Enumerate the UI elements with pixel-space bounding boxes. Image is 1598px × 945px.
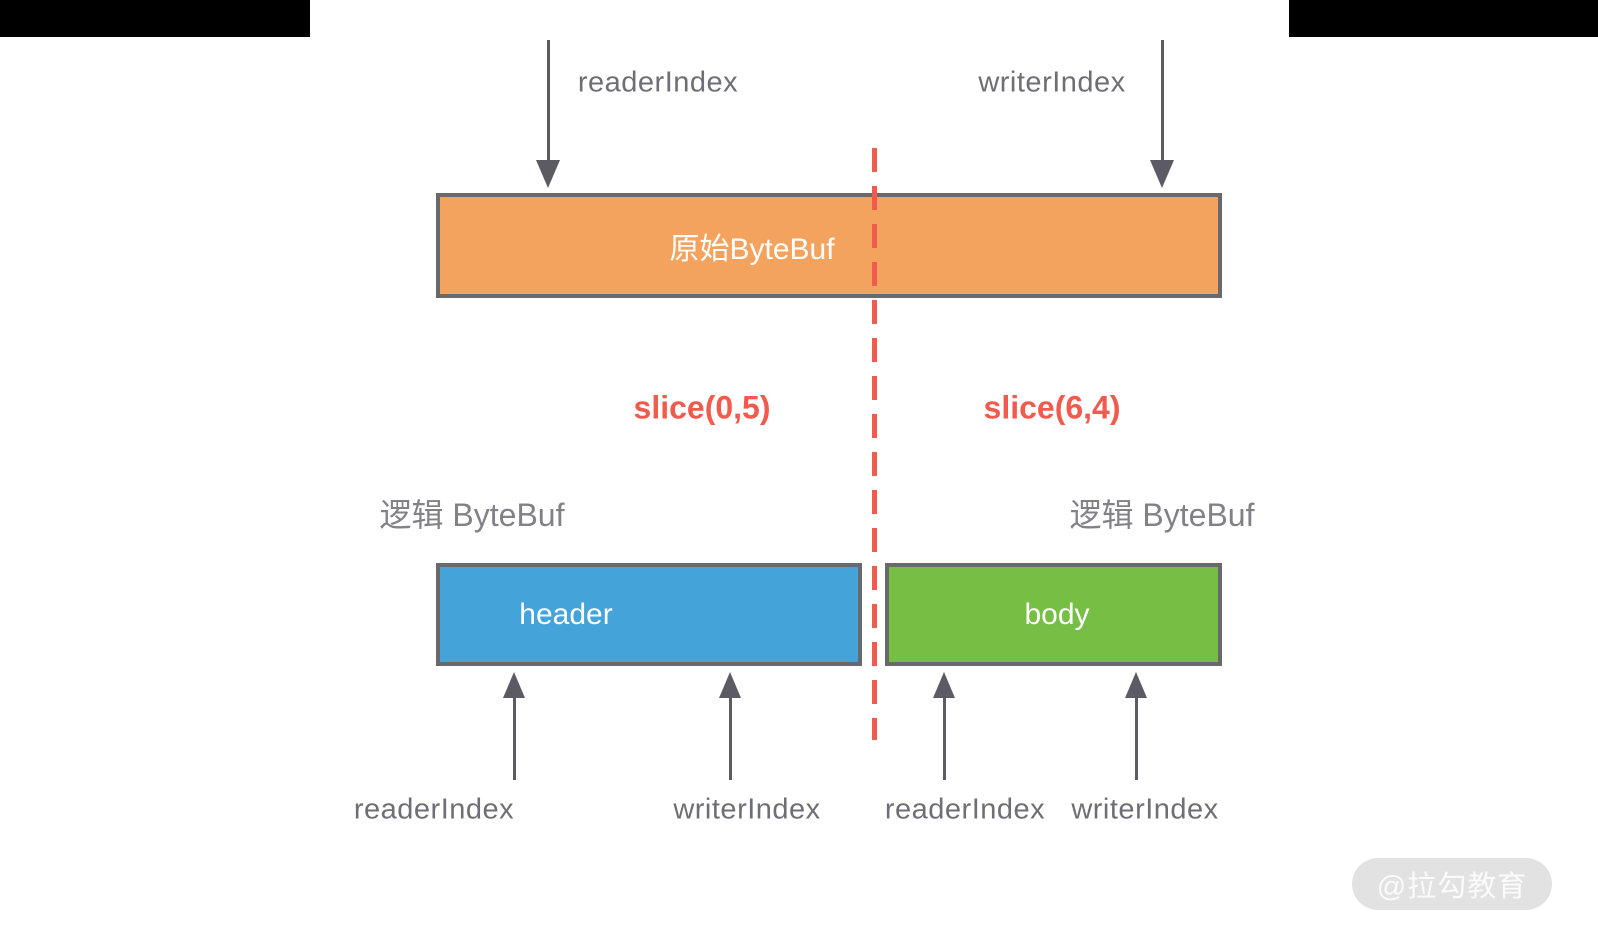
body-reader-index-label: readerIndex	[884, 793, 1046, 826]
header-reader-index-label: readerIndex	[353, 793, 515, 826]
arrow-shaft	[1134, 698, 1138, 780]
arrow-head	[1125, 672, 1147, 698]
header-box-label: header	[519, 597, 613, 631]
original-reader-index-down-arrow-icon	[535, 40, 561, 188]
header-bytebuf-box: header	[436, 563, 862, 666]
header-writer-index-up-arrow-icon	[717, 672, 743, 780]
body-writer-index-label: writerIndex	[1071, 793, 1219, 826]
watermark-badge: @拉勾教育	[1352, 858, 1552, 910]
body-writer-index-up-arrow-icon	[1123, 672, 1149, 780]
arrow-shaft	[512, 698, 516, 780]
arrow-shaft	[1160, 40, 1164, 160]
arrow-shaft	[728, 698, 732, 780]
arrow-shaft	[546, 40, 550, 160]
logical-bytebuf-title-right: 逻辑 ByteBuf	[1069, 497, 1255, 533]
original-bytebuf-box-label: 原始ByteBuf	[669, 232, 835, 266]
body-box-label: body	[1024, 597, 1090, 631]
top-left-black-bar	[0, 0, 310, 37]
slice-right-label: slice(6,4)	[983, 389, 1121, 426]
arrow-head	[503, 672, 525, 698]
slice-left-label: slice(0,5)	[633, 389, 771, 426]
original-writer-index-down-arrow-icon	[1149, 40, 1175, 188]
original-writer-index-label: writerIndex	[978, 66, 1126, 99]
top-right-black-bar	[1289, 0, 1598, 37]
watermark-text: @拉勾教育	[1376, 871, 1528, 903]
arrow-head	[933, 672, 955, 698]
arrow-head	[719, 672, 741, 698]
body-reader-index-up-arrow-icon	[931, 672, 957, 780]
logical-bytebuf-title-left: 逻辑 ByteBuf	[379, 497, 565, 533]
arrow-shaft	[942, 698, 946, 780]
arrow-head	[536, 160, 560, 188]
original-bytebuf-box: 原始ByteBuf	[436, 193, 1222, 298]
header-reader-index-up-arrow-icon	[501, 672, 527, 780]
header-writer-index-label: writerIndex	[673, 793, 821, 826]
body-bytebuf-box: body	[885, 563, 1222, 666]
original-reader-index-label: readerIndex	[577, 66, 739, 99]
arrow-head	[1150, 160, 1174, 188]
slice-divider-dashed-line	[872, 148, 877, 740]
